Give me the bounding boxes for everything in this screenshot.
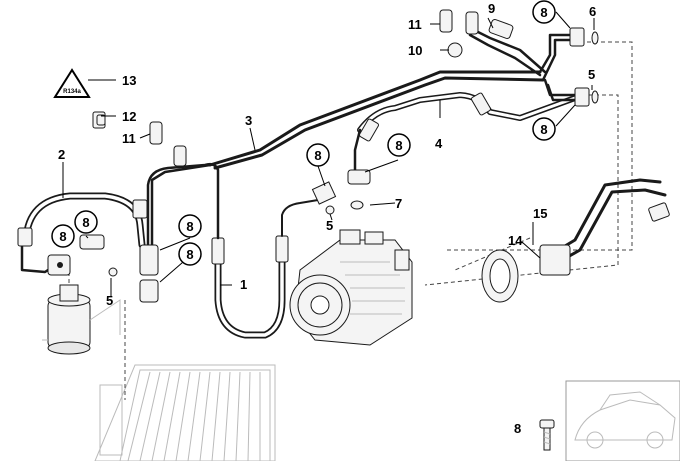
callout-labels: 1 2 3 4 5 5 5 6 7 9 10 11 11 12 13 14 15…	[58, 1, 596, 436]
callout-15: 15	[533, 206, 547, 221]
evaporator-pipes	[481, 178, 670, 303]
hose-2	[17, 192, 148, 276]
callout-13: 13	[122, 73, 136, 88]
car-thumbnail	[565, 380, 680, 461]
callout-5-left: 5	[106, 293, 113, 308]
leader-lines	[62, 11, 595, 296]
svg-text:8: 8	[82, 215, 89, 230]
warning-symbol-text: R134a	[63, 89, 81, 95]
svg-text:8: 8	[540, 5, 547, 20]
circled-callout-hose-4: 8	[387, 133, 411, 157]
circled-callout-center-upper: 8	[178, 214, 202, 238]
svg-text:8: 8	[314, 148, 321, 163]
svg-text:8: 8	[540, 122, 547, 137]
callout-7: 7	[395, 196, 402, 211]
screw-12	[96, 114, 106, 126]
callout-14: 14	[508, 233, 523, 248]
svg-text:8: 8	[395, 138, 402, 153]
callout-5-right: 5	[588, 67, 595, 82]
callout-3: 3	[245, 113, 252, 128]
hose-1	[211, 181, 337, 339]
bolt-8	[539, 419, 555, 451]
receiver-dryer	[42, 272, 121, 355]
circled-callout-center-lower: 8	[178, 242, 202, 266]
svg-text:8: 8	[186, 219, 193, 234]
callout-9: 9	[488, 1, 495, 16]
compressor	[289, 229, 413, 346]
callout-6: 6	[589, 4, 596, 19]
svg-text:8: 8	[59, 229, 66, 244]
circled-callout-right: 8	[532, 117, 556, 141]
svg-text:8: 8	[186, 247, 193, 262]
callout-11-top: 11	[408, 17, 422, 32]
refrigerant-warning-label: R134a	[53, 68, 91, 98]
callout-2: 2	[58, 147, 65, 162]
callout-8-bolt: 8	[514, 421, 521, 436]
callout-5-center: 5	[326, 218, 333, 233]
pressure-switch-cluster	[439, 9, 547, 77]
circled-callout-compressor-top: 8	[306, 143, 330, 167]
callout-12: 12	[122, 109, 136, 124]
callout-1: 1	[240, 277, 247, 292]
circled-callout-top-right: 8	[532, 0, 556, 24]
condenser	[94, 300, 276, 461]
callout-10: 10	[408, 43, 422, 58]
circled-callout-left-upper: 8	[74, 210, 98, 234]
callout-11-left: 11	[122, 131, 136, 146]
callout-4: 4	[435, 136, 443, 151]
circled-callout-left-lower: 8	[51, 224, 75, 248]
pipes-3-4	[146, 27, 599, 254]
circled-callouts: 8 8 8 8 8 8 8 8	[51, 0, 556, 266]
